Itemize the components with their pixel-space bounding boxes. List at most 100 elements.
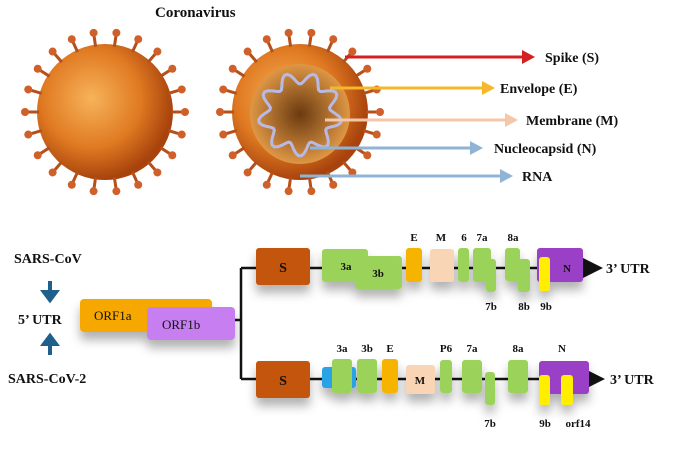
gene-7b2 xyxy=(485,372,495,405)
label-spike: Spike (S) xyxy=(545,51,599,66)
gene-label-m: M xyxy=(436,232,447,244)
spike-head-icon xyxy=(243,47,252,56)
gene-label-3a2: 3a xyxy=(337,343,349,355)
gene-9b2 xyxy=(539,375,550,405)
label-sars-cov-2: SARS-CoV-2 xyxy=(8,372,86,387)
gene-label-8b: 8b xyxy=(518,301,530,313)
label-rna: RNA xyxy=(522,170,553,185)
gene-label-orf14: orf14 xyxy=(565,418,591,430)
spike-head-icon xyxy=(329,35,338,44)
gene-8b xyxy=(518,259,530,292)
structure-labels: Spike (S) Envelope (E) Membrane (M) Nucl… xyxy=(300,50,618,185)
membrane-arrowhead-icon xyxy=(505,113,518,127)
spike-head-icon xyxy=(348,168,357,177)
spike-head-icon xyxy=(33,151,42,160)
down-arrow-icon xyxy=(40,281,60,304)
spike-head-icon xyxy=(376,108,384,116)
spike-head-icon xyxy=(181,108,189,116)
spike-head-icon xyxy=(112,28,121,37)
spike-head-icon xyxy=(89,28,98,37)
gene-label-s: S xyxy=(279,261,287,276)
gene-s2 xyxy=(256,361,310,398)
spike-head-icon xyxy=(363,151,372,160)
spike-head-icon xyxy=(228,151,237,160)
spike-head-icon xyxy=(348,47,357,56)
spike-head-icon xyxy=(134,35,143,44)
gene-m2 xyxy=(406,365,435,394)
spike-head-icon xyxy=(372,130,381,139)
spike-head-icon xyxy=(262,180,271,189)
gene-label-7a2: 7a xyxy=(467,343,479,355)
spike-head-icon xyxy=(89,187,98,196)
gene-label-9b: 9b xyxy=(540,301,552,313)
rna-coil-icon xyxy=(257,72,343,158)
label-sars-cov: SARS-CoV xyxy=(14,252,82,267)
gene-label-6: 6 xyxy=(461,232,467,244)
spike-head-icon xyxy=(67,35,76,44)
gene-label-3b: 3b xyxy=(372,268,384,280)
gene-label-m2: M xyxy=(415,375,426,387)
spike-arrowhead-icon xyxy=(522,50,535,64)
gene-8a xyxy=(505,248,520,281)
up-arrow-icon xyxy=(40,332,60,355)
gene-7a2 xyxy=(462,360,482,393)
gene-e2 xyxy=(382,359,398,393)
gene-label-8a2: 8a xyxy=(513,343,525,355)
spike-head-icon xyxy=(243,168,252,177)
spike-head-icon xyxy=(168,151,177,160)
gene-7b xyxy=(486,259,496,292)
gene-e xyxy=(406,248,422,282)
spike-head-icon xyxy=(24,85,33,94)
spike-head-icon xyxy=(153,168,162,177)
coronavirus-cutaway-image xyxy=(216,28,384,196)
spike-head-icon xyxy=(168,64,177,73)
orf1b-box xyxy=(147,307,235,340)
spike-head-icon xyxy=(21,108,29,116)
label-orf1a: ORF1a xyxy=(94,308,132,323)
spike-head-icon xyxy=(177,130,186,139)
gene-6 xyxy=(458,248,469,282)
spike-head-icon xyxy=(228,64,237,73)
spike-head-icon xyxy=(112,187,121,196)
gene-orf14 xyxy=(561,375,573,405)
spike-head-icon xyxy=(67,180,76,189)
spike-head-icon xyxy=(262,35,271,44)
spike-head-icon xyxy=(48,168,57,177)
title: Coronavirus xyxy=(155,5,236,21)
nucleocapsid-arrowhead-icon xyxy=(470,141,483,155)
gene-label-3a: 3a xyxy=(341,261,353,273)
gene-9b xyxy=(539,257,550,291)
gene-s xyxy=(256,248,310,285)
spike-head-icon xyxy=(134,180,143,189)
spike-head-icon xyxy=(219,85,228,94)
spike-head-icon xyxy=(284,28,293,37)
gene-label-8a: 8a xyxy=(508,232,520,244)
label-3utr-sars-cov: 3’ UTR xyxy=(606,262,651,277)
gene-label-3b2: 3b xyxy=(361,343,373,355)
envelope-arrowhead-icon xyxy=(482,81,495,95)
gene-label-n: N xyxy=(563,263,571,275)
gene-3b2 xyxy=(357,359,377,393)
rna-arrowhead-icon xyxy=(500,169,513,183)
spike-head-icon xyxy=(284,187,293,196)
spike-head-icon xyxy=(307,187,316,196)
spike-head-icon xyxy=(329,180,338,189)
spike-head-icon xyxy=(177,85,186,94)
label-3utr-sars-cov2: 3’ UTR xyxy=(610,373,655,388)
spike-head-icon xyxy=(153,47,162,56)
gene-label-e: E xyxy=(410,232,417,244)
spike-head-icon xyxy=(33,64,42,73)
spike-head-icon xyxy=(363,64,372,73)
gene-label-7a: 7a xyxy=(477,232,489,244)
gene-label-p6: P6 xyxy=(440,343,453,355)
spike-head-icon xyxy=(307,28,316,37)
branch-line xyxy=(235,268,243,379)
gene-3a2 xyxy=(332,359,352,393)
gene-p6 xyxy=(440,360,452,393)
spike-head-icon xyxy=(24,130,33,139)
gene-label-7b2: 7b xyxy=(484,418,496,430)
label-5utr: 5’ UTR xyxy=(18,313,63,328)
gene-8a2 xyxy=(508,360,528,393)
label-membrane: Membrane (M) xyxy=(526,114,618,129)
